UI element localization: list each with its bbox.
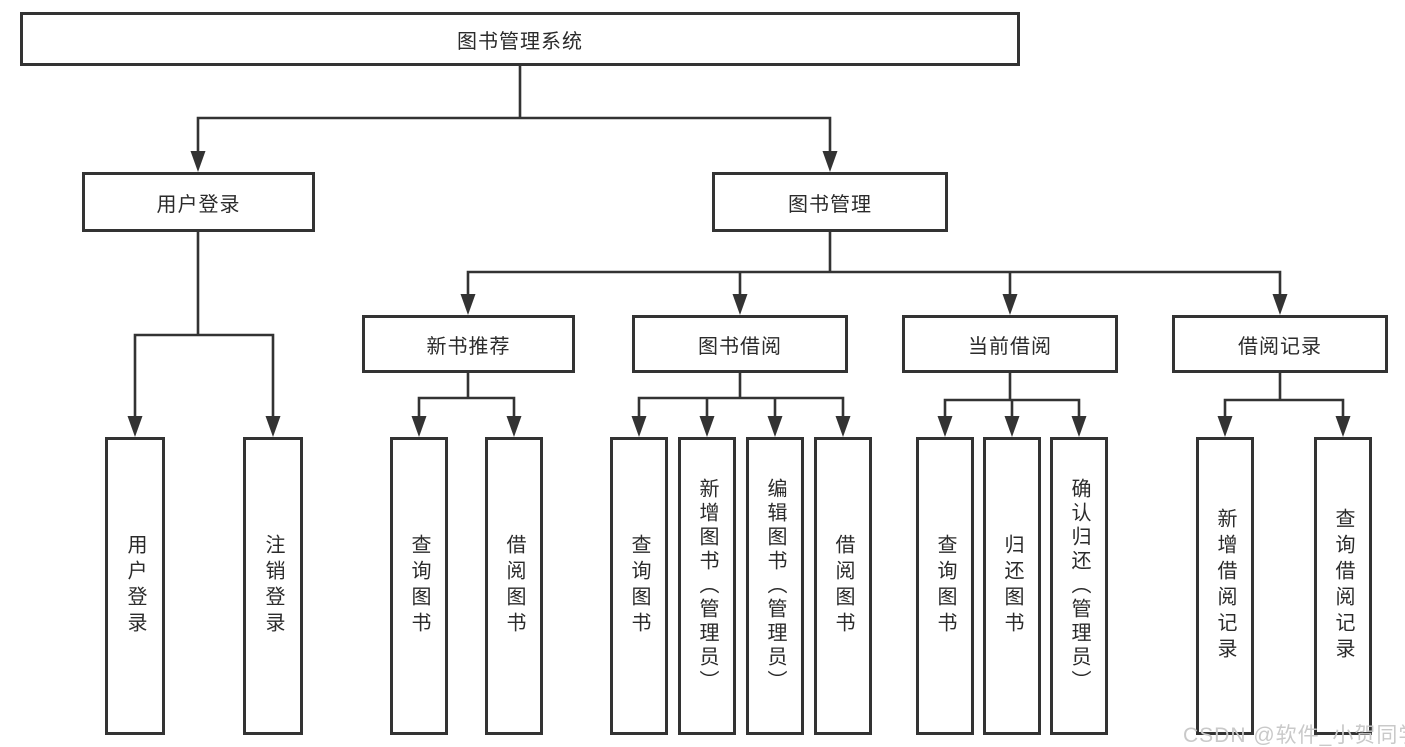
arrowhead xyxy=(937,416,953,437)
connector-borrowrecords-to-leaves xyxy=(1223,371,1345,420)
node-label: 当前借阅 xyxy=(968,335,1052,358)
leaf-label: 用户登录 xyxy=(124,534,146,638)
node-label: 图书管理 xyxy=(788,193,872,216)
leaf-label: 编辑图书（管理员） xyxy=(764,478,786,694)
arrowhead xyxy=(1071,416,1087,437)
arrowhead xyxy=(265,416,281,437)
arrowhead xyxy=(767,416,783,437)
connector-currentborrow-to-leaves xyxy=(943,371,1081,420)
leaf-label: 查询图书 xyxy=(628,534,650,638)
arrowhead xyxy=(506,416,522,437)
connector-userlogin-to-leaves xyxy=(133,230,275,420)
leaf-label: 注销登录 xyxy=(262,534,284,638)
arrowhead xyxy=(1004,416,1020,437)
leaf-return-books: 归还图书 xyxy=(983,437,1041,735)
leaf-label: 新增借阅记录 xyxy=(1214,508,1236,664)
node-new-book-recommendation: 新书推荐 xyxy=(362,315,575,373)
arrowhead xyxy=(190,151,206,172)
leaf-add-borrow-record: 新增借阅记录 xyxy=(1196,437,1254,735)
arrowhead xyxy=(1002,294,1018,315)
leaf-label: 借阅图书 xyxy=(503,534,525,638)
leaf-confirm-return-admin: 确认归还（管理员） xyxy=(1050,437,1108,735)
csdn-watermark: CSDN @软件_小贺同学 xyxy=(1183,724,1405,747)
node-label: 图书管理系统 xyxy=(457,30,583,53)
node-book-management: 图书管理 xyxy=(712,172,948,232)
node-library-management-system: 图书管理系统 xyxy=(20,12,1020,66)
node-current-borrowing: 当前借阅 xyxy=(902,315,1118,373)
connector-bookmgmt-to-level3 xyxy=(466,230,1282,298)
connector-newbook-to-leaves xyxy=(417,371,516,420)
node-label: 新书推荐 xyxy=(426,335,511,358)
leaf-query-books: 查询图书 xyxy=(916,437,974,735)
leaf-label: 归还图书 xyxy=(1001,534,1023,638)
node-book-borrowing: 图书借阅 xyxy=(632,315,848,373)
leaf-query-borrow-record: 查询借阅记录 xyxy=(1314,437,1372,735)
node-label: 借阅记录 xyxy=(1238,335,1322,358)
leaf-logout: 注销登录 xyxy=(243,437,303,735)
arrowhead xyxy=(1272,294,1288,315)
leaf-label: 查询借阅记录 xyxy=(1332,508,1354,664)
arrowhead xyxy=(1335,416,1351,437)
arrowhead xyxy=(460,294,476,315)
leaf-user-login: 用户登录 xyxy=(105,437,165,735)
node-borrowing-records: 借阅记录 xyxy=(1172,315,1388,373)
connector-root-to-level2 xyxy=(196,64,832,155)
arrowhead xyxy=(835,416,851,437)
leaf-borrow-books: 借阅图书 xyxy=(485,437,543,735)
leaf-label: 新增图书（管理员） xyxy=(696,478,718,694)
node-user-login: 用户登录 xyxy=(82,172,315,232)
node-label: 图书借阅 xyxy=(698,335,782,358)
arrowhead xyxy=(127,416,143,437)
leaf-add-books-admin: 新增图书（管理员） xyxy=(678,437,736,735)
node-label: 用户登录 xyxy=(156,193,241,216)
leaf-label: 确认归还（管理员） xyxy=(1068,478,1090,694)
leaf-label: 借阅图书 xyxy=(832,534,854,638)
arrowhead xyxy=(1217,416,1233,437)
arrowhead xyxy=(822,151,838,172)
leaf-borrow-books: 借阅图书 xyxy=(814,437,872,735)
leaf-query-books: 查询图书 xyxy=(390,437,448,735)
leaf-label: 查询图书 xyxy=(934,534,956,638)
leaf-label: 查询图书 xyxy=(408,534,430,638)
arrowhead xyxy=(631,416,647,437)
leaf-edit-books-admin: 编辑图书（管理员） xyxy=(746,437,804,735)
arrowhead xyxy=(732,294,748,315)
arrowhead xyxy=(411,416,427,437)
arrowhead xyxy=(699,416,715,437)
connector-bookborrow-to-leaves xyxy=(637,371,845,420)
leaf-query-books: 查询图书 xyxy=(610,437,668,735)
